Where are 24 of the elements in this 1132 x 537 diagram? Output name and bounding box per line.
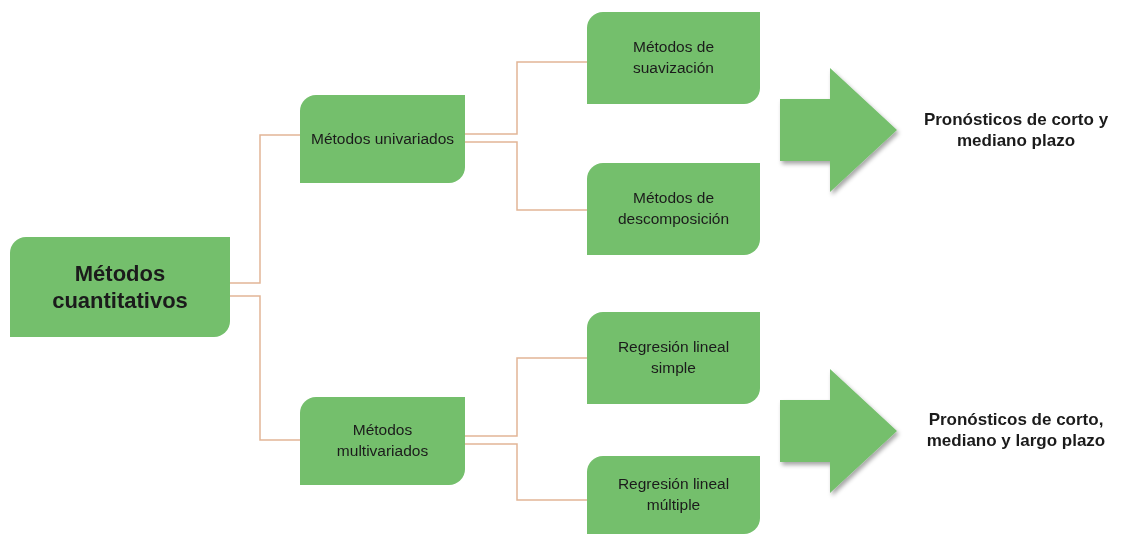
outcome-text: Pronósticos de corto, mediano y largo plazo [925,408,1107,452]
connector-line [464,61,588,135]
block-arrow [780,369,897,493]
outcome-text: Pronósticos de corto y mediano plazo [922,108,1110,152]
process-box [300,397,465,485]
connector-line [464,357,588,437]
box-label: Métodos univariados [311,128,454,149]
process-box [300,95,465,183]
box-label: Regresión lineal simple [616,337,731,378]
box-label: Métodos de descomposición [616,188,731,229]
box-label: Métodos multivariados [335,420,430,461]
connector-line [229,295,301,441]
box-label: Regresión lineal múltiple [616,474,731,515]
connector-line [229,134,301,284]
box-label: Métodos cuantitativos [51,259,189,315]
connector-line [464,443,588,501]
process-box [587,312,760,404]
box-label: Métodos de suavización [632,37,715,78]
process-box [587,12,760,104]
process-box [587,163,760,255]
process-box [10,237,230,337]
connector-line [464,141,588,211]
process-box [587,456,760,534]
block-arrow [780,68,897,192]
